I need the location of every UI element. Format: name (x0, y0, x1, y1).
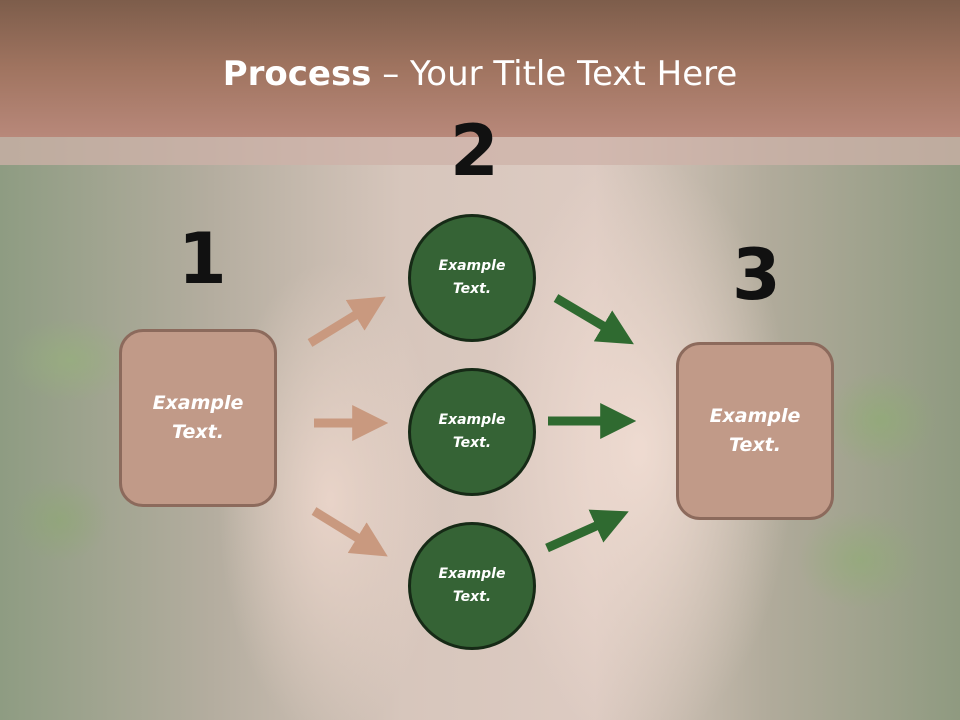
step-3-box-text: Example Text. (709, 405, 801, 456)
step-2-circle-top[interactable]: Example Text. (408, 214, 536, 342)
arrow-top-circle-to-3 (553, 294, 634, 345)
step-2-circle-top-text: Example Text. (438, 258, 506, 297)
step-number-3: 3 (732, 234, 781, 316)
slide-title[interactable]: Process – Your Title Text Here (0, 52, 960, 96)
arrow-1-to-bottom-circle (311, 507, 388, 557)
step-1-box[interactable]: Example Text. (119, 329, 277, 507)
step-1-box-text: Example Text. (152, 392, 244, 443)
step-number-2: 2 (450, 110, 499, 192)
step-2-circle-bottom-text: Example Text. (438, 566, 506, 605)
title-rest-part: – Your Title Text Here (371, 54, 738, 94)
title-banner-underlay (0, 137, 960, 165)
title-banner (0, 0, 960, 137)
step-2-circle-middle-text: Example Text. (438, 412, 506, 451)
arrow-bottom-circle-to-3 (545, 509, 629, 553)
step-number-1: 1 (178, 218, 227, 300)
step-2-circle-middle[interactable]: Example Text. (408, 368, 536, 496)
title-bold-part: Process (222, 54, 372, 94)
step-2-circle-bottom[interactable]: Example Text. (408, 522, 536, 650)
step-3-box[interactable]: Example Text. (676, 342, 834, 520)
arrow-1-to-top-circle (307, 296, 386, 347)
